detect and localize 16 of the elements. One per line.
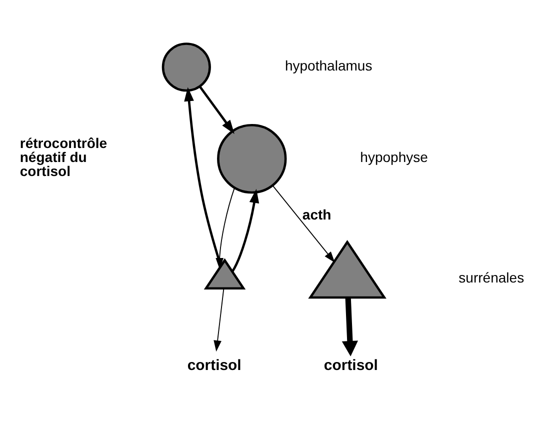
arrow — [216, 186, 235, 269]
label: surrénales — [458, 268, 524, 285]
node-text: cortisol — [187, 356, 242, 374]
label: hypophyse — [360, 148, 428, 165]
arrow — [214, 288, 224, 352]
node-circle — [217, 123, 287, 194]
arrow — [342, 297, 358, 356]
arrow — [199, 85, 234, 134]
edge-label: acth — [302, 206, 332, 222]
label: rétrocontrôle négatif du cortisol — [20, 134, 108, 179]
arrow — [272, 184, 335, 262]
label: hypothalamus — [284, 56, 372, 73]
arrow — [231, 188, 260, 272]
node-circle — [162, 42, 211, 92]
node-triangle — [308, 239, 386, 298]
node-text: cortisol — [324, 356, 378, 374]
